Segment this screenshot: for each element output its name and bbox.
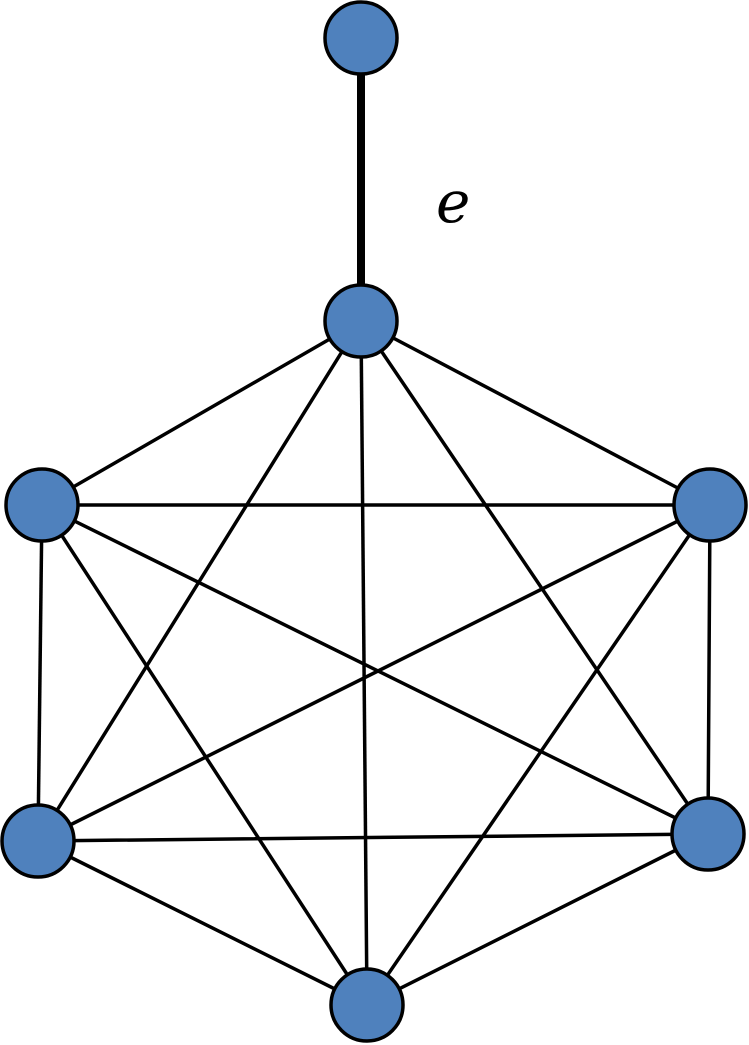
edge-label-e: e	[436, 168, 470, 236]
node-left-lower	[0, 803, 76, 879]
node-top	[323, 0, 399, 76]
edge-hub-left-upper	[40, 319, 363, 507]
edge-left-upper-right-lower	[40, 503, 710, 836]
edge-hub-right-lower	[359, 319, 710, 836]
edge-right-upper-left-lower	[36, 503, 712, 843]
edge-right-lower-bottom	[365, 832, 710, 1007]
node-right-upper	[672, 467, 748, 543]
edge-left-lower-bottom	[36, 839, 369, 1007]
edge-left-upper-bottom	[40, 503, 369, 1007]
edge-right-upper-right-lower	[706, 503, 712, 836]
edge-right-upper-bottom	[365, 503, 712, 1007]
edge-layer	[36, 34, 712, 1007]
node-bottom	[329, 967, 405, 1043]
node-hub	[323, 283, 399, 359]
node-right-lower	[670, 796, 746, 872]
edge-hub-right-upper	[359, 319, 712, 507]
edge-left-lower-right-lower	[36, 832, 710, 843]
node-left-upper	[4, 467, 80, 543]
edge-left-upper-left-lower	[36, 503, 44, 843]
